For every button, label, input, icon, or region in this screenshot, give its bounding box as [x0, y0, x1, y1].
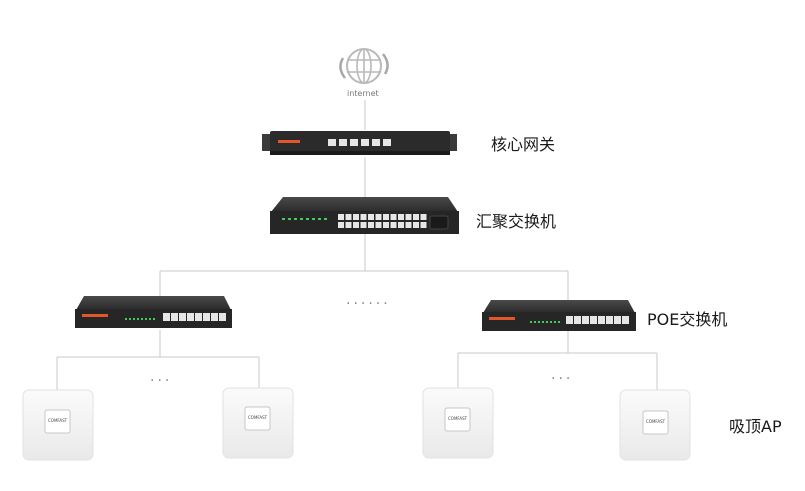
aggregation-switch-label: 汇聚交换机: [476, 212, 557, 231]
ethernet-port: [345, 222, 352, 228]
ethernet-port: [368, 222, 374, 228]
status-led: [550, 321, 552, 323]
poe-right-leds: [530, 321, 560, 323]
status-led: [288, 218, 291, 220]
ceiling-ap-4: [619, 389, 691, 461]
status-led: [312, 218, 315, 220]
ethernet-port: [350, 139, 358, 146]
ap1-brand-logo: COMFAST: [48, 418, 68, 423]
ethernet-port: [420, 222, 427, 228]
ceiling-ap-2: [222, 387, 294, 459]
ethernet-port: [390, 214, 397, 220]
ethernet-port: [622, 316, 629, 324]
ethernet-port: [566, 316, 573, 324]
ethernet-port: [398, 214, 404, 220]
ethernet-port: [203, 313, 210, 321]
ethernet-port: [345, 214, 352, 220]
status-led: [558, 321, 560, 323]
ap4-brand-logo: COMFAST: [646, 419, 666, 424]
ethernet-port: [420, 214, 427, 220]
ethernet-port: [361, 139, 369, 146]
poe-switch-right-device: [482, 300, 636, 331]
ethernet-port: [338, 222, 344, 228]
core-gateway-label: 核心网关: [491, 135, 556, 154]
ethernet-port: [179, 313, 186, 321]
ethernet-port: [614, 316, 621, 324]
status-led: [318, 218, 321, 220]
status-led: [282, 218, 285, 220]
ethernet-port: [383, 214, 389, 220]
ethernet-port: [353, 214, 359, 220]
aggregation-switch-device: [270, 197, 459, 234]
status-led: [538, 321, 540, 323]
ethernet-port: [219, 313, 226, 321]
status-led: [300, 218, 303, 220]
ceiling-ap-3: [422, 387, 494, 459]
ethernet-port: [606, 316, 613, 324]
ethernet-port: [375, 222, 382, 228]
ethernet-port: [187, 313, 194, 321]
ethernet-port: [163, 313, 170, 321]
ethernet-port: [195, 313, 202, 321]
status-led: [534, 321, 536, 323]
internet-label: internet: [347, 89, 379, 98]
core-gateway-device: [262, 131, 457, 155]
more-switches-ellipsis: ······: [346, 296, 391, 312]
poe-switch-left-device: [75, 296, 232, 328]
status-led: [141, 318, 143, 320]
ethernet-port: [405, 214, 412, 220]
ethernet-port: [368, 214, 374, 220]
ethernet-port: [171, 313, 178, 321]
ethernet-port: [590, 316, 597, 324]
status-led: [294, 218, 297, 220]
ceiling-ap-label: 吸顶AP: [729, 417, 782, 436]
status-led: [542, 321, 544, 323]
poe-right-ports: [566, 316, 629, 324]
status-led: [129, 318, 131, 320]
ethernet-port: [372, 139, 380, 146]
gateway-ports: [328, 139, 391, 146]
ap3-brand-logo: COMFAST: [448, 416, 468, 421]
status-led: [554, 321, 556, 323]
status-led: [530, 321, 532, 323]
ethernet-port: [339, 139, 347, 146]
status-led: [153, 318, 155, 320]
ethernet-port: [390, 222, 397, 228]
ethernet-port: [383, 222, 389, 228]
ceiling-ap-1: [22, 389, 94, 461]
ethernet-port: [353, 222, 359, 228]
status-led: [324, 218, 327, 220]
status-led: [125, 318, 127, 320]
ethernet-port: [383, 139, 391, 146]
poe-left-leds: [125, 318, 155, 320]
status-led: [133, 318, 135, 320]
more-aps-left-ellipsis: ···: [150, 373, 173, 389]
aggregation-ports: [282, 214, 427, 228]
status-led: [546, 321, 548, 323]
ap2-brand-logo: COMFAST: [248, 415, 268, 420]
ethernet-port: [413, 214, 419, 220]
status-led: [149, 318, 151, 320]
ethernet-port: [413, 222, 419, 228]
ethernet-port: [582, 316, 589, 324]
poe-left-ports: [163, 313, 226, 321]
connection-lines: [56, 100, 658, 390]
ethernet-port: [328, 139, 336, 146]
ethernet-port: [360, 222, 367, 228]
poe-switch-label: POE交换机: [647, 310, 728, 329]
ethernet-port: [338, 214, 344, 220]
ethernet-port: [398, 222, 404, 228]
internet-globe-icon: [339, 48, 389, 84]
status-led: [145, 318, 147, 320]
ethernet-port: [211, 313, 218, 321]
ethernet-port: [598, 316, 605, 324]
status-led: [306, 218, 309, 220]
ethernet-port: [574, 316, 581, 324]
ethernet-port: [405, 222, 412, 228]
ethernet-port: [360, 214, 367, 220]
ethernet-port: [375, 214, 382, 220]
status-led: [137, 318, 139, 320]
more-aps-right-ellipsis: ···: [551, 371, 574, 387]
